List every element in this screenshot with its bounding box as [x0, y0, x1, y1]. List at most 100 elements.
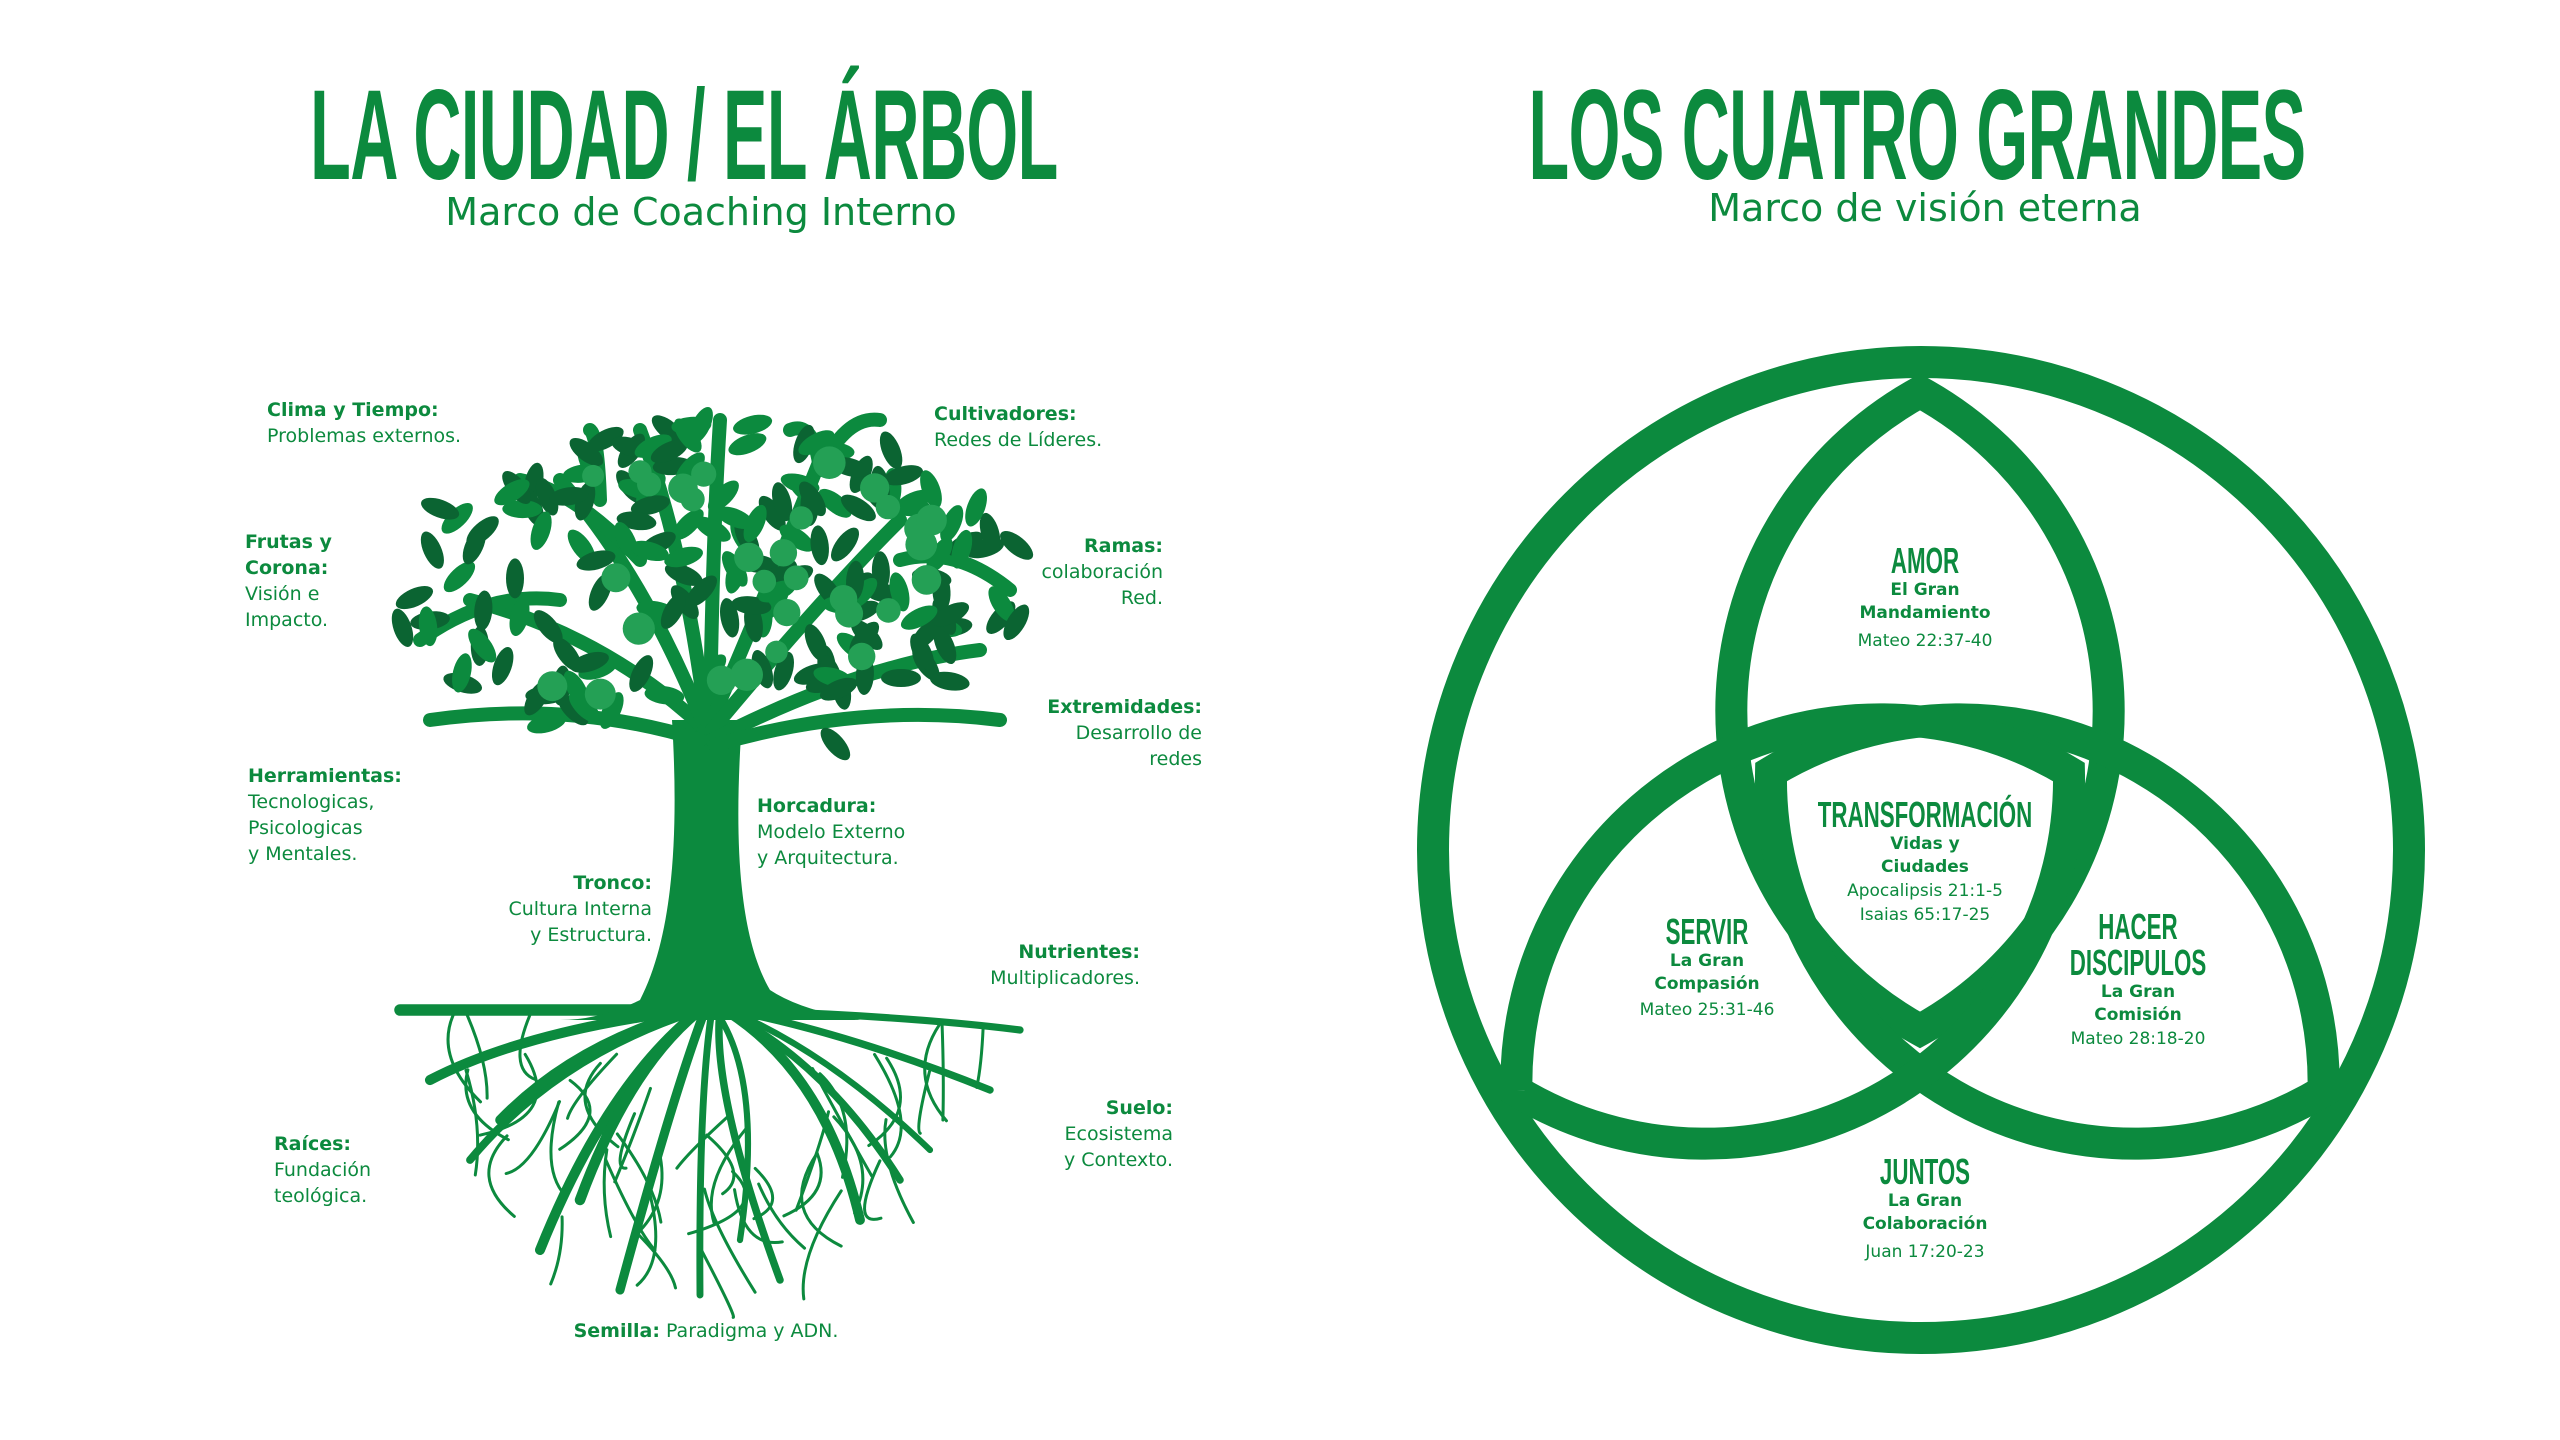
label-ramas-text1: colaboración	[1041, 561, 1163, 583]
leaf	[468, 628, 497, 663]
lens-left	[1500, 703, 2085, 1160]
leaf	[563, 670, 590, 707]
label-ramas-text2: Red.	[1120, 587, 1163, 609]
root-tendril	[702, 1187, 757, 1294]
label-ramas: Ramas: colaboración Red.	[1041, 533, 1163, 611]
label-tronco: Tronco: Cultura Interna y Estructura.	[508, 870, 652, 948]
leaf	[494, 479, 530, 506]
leaf	[979, 512, 1001, 552]
label-frutas-text1: Visión e	[245, 583, 320, 605]
section-juntos: JUNTOS La Gran Colaboración Juan 17:20-2…	[1852, 1154, 1997, 1264]
root-tendril	[464, 1068, 510, 1142]
leaf	[830, 527, 860, 562]
label-raices-head: Raíces:	[274, 1133, 352, 1155]
leaf	[819, 677, 858, 701]
label-ramas-head: Ramas:	[1084, 535, 1163, 557]
leaf	[707, 480, 739, 512]
leaf	[452, 653, 472, 693]
leaf	[850, 619, 883, 650]
label-extremidades-text1: Desarrollo de	[1075, 722, 1202, 744]
root-tendril	[504, 1100, 562, 1176]
leaf	[933, 626, 957, 665]
section-amor: AMOR El Gran Mandamiento Mateo 22:37-40	[1858, 543, 1993, 653]
leaf	[798, 430, 835, 456]
root-tendril	[940, 1023, 945, 1122]
fruit	[765, 640, 788, 664]
leaf	[570, 651, 609, 673]
leaf	[686, 575, 718, 607]
label-suelo-head: Suelo:	[1105, 1097, 1173, 1119]
label-cultivadores: Cultivadores: Redes de Líderes.	[934, 401, 1102, 453]
triquetra-diagram	[1417, 346, 2425, 1354]
hacer-heading-line2: DISCIPULOS	[2069, 942, 2207, 983]
root-tendril	[782, 1151, 823, 1218]
right-subtitle: Marco de visión eterna	[1708, 186, 2142, 230]
label-raices-text2: teológica.	[274, 1185, 368, 1207]
leaf	[810, 525, 829, 566]
root	[696, 1006, 716, 1299]
leaf	[728, 433, 767, 456]
hacer-heading-line1: HACER	[2098, 906, 2178, 947]
root-tendril	[923, 1022, 948, 1123]
fruit	[813, 446, 846, 480]
juntos-sub2: Colaboración	[1862, 1214, 1988, 1234]
leaf	[587, 426, 624, 452]
branch	[705, 513, 907, 737]
servir-heading: SERVIR	[1665, 911, 1749, 952]
leaf	[509, 596, 530, 637]
leaf	[879, 431, 903, 470]
label-herramientas: Herramientas: Tecnologicas, Psicologicas…	[248, 763, 402, 867]
leaf	[664, 546, 703, 568]
leaf	[758, 495, 786, 531]
leaf	[502, 500, 543, 519]
root-tendril	[705, 1133, 736, 1196]
root-tendril	[757, 1182, 807, 1250]
leaf	[599, 692, 624, 729]
leaf	[920, 470, 942, 509]
leaf	[940, 505, 964, 543]
label-frutas-head1: Frutas y	[245, 531, 332, 553]
hacer-ref: Mateo 28:18-20	[2070, 1029, 2206, 1049]
leaf	[840, 494, 876, 522]
root-tendril	[549, 1100, 568, 1198]
leaf	[818, 488, 852, 518]
label-cultivadores-head: Cultivadores:	[934, 403, 1077, 425]
leaf	[441, 502, 473, 534]
label-nutrientes-text: Multiplicadores.	[990, 967, 1140, 989]
label-herramientas-text2: Psicologicas	[248, 817, 363, 839]
label-semilla-text: Paradigma y ADN.	[659, 1320, 839, 1342]
label-clima: Clima y Tiempo: Problemas externos.	[267, 397, 461, 449]
leaf	[910, 633, 935, 671]
root-tendril	[583, 1061, 620, 1149]
leaf	[988, 586, 1015, 622]
transformacion-ref1: Apocalipsis 21:1-5	[1847, 881, 2003, 901]
left-subtitle: Marco de Coaching Interno	[445, 190, 957, 234]
root-tendril	[800, 1151, 843, 1248]
root	[724, 1006, 934, 1154]
root-tendril	[613, 1086, 652, 1184]
fruit	[680, 487, 705, 512]
left-title: LA CIUDAD / EL ÁRBOL	[310, 64, 1058, 207]
lens-top	[1715, 373, 2125, 1049]
label-semilla: Semilla: Paradigma y ADN.	[574, 1318, 839, 1344]
label-extremidades-head: Extremidades:	[1047, 696, 1202, 718]
fruit	[911, 565, 942, 595]
label-frutas-text2: Impacto.	[245, 609, 329, 631]
servir-ref: Mateo 25:31-46	[1639, 1000, 1775, 1020]
root-tendril	[733, 1188, 784, 1245]
fruit	[829, 585, 858, 613]
root-tendril	[518, 1008, 538, 1082]
root-tendril	[873, 1052, 903, 1159]
fruit	[628, 460, 652, 484]
juntos-heading: JUNTOS	[1879, 1151, 1971, 1192]
label-raices-text1: Fundación	[274, 1159, 372, 1181]
label-herramientas-head: Herramientas:	[248, 765, 402, 787]
leaf	[799, 481, 826, 517]
amor-heading: AMOR	[1890, 540, 1960, 581]
fruit	[860, 473, 890, 503]
leaf	[1000, 531, 1034, 560]
leaf	[926, 537, 953, 573]
leaf	[395, 586, 434, 610]
root-tendril	[604, 1157, 657, 1252]
juntos-sub1: La Gran	[1887, 1191, 1963, 1211]
